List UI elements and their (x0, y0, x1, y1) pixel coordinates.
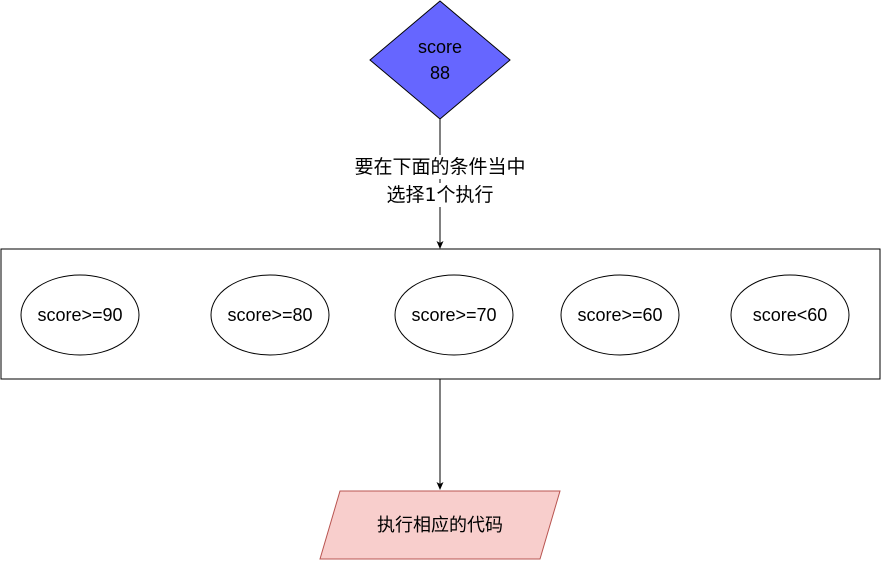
condition-node: score>=90 (20, 274, 140, 356)
condition-label: score>=90 (37, 305, 122, 325)
condition-ellipse (560, 274, 680, 356)
decision-label-line2: 88 (430, 63, 450, 83)
condition-node: score>=80 (210, 274, 330, 356)
condition-ellipse (730, 274, 850, 356)
edge-label-line2: 选择1个执行 (364, 183, 516, 207)
condition-label: score<60 (753, 305, 828, 325)
decision-diamond (369, 0, 511, 120)
condition-label: score>=80 (227, 305, 312, 325)
condition-node: score>=70 (394, 274, 514, 356)
condition-ellipse (394, 274, 514, 356)
output-label: 执行相应的代码 (377, 515, 503, 535)
condition-label: score>=70 (411, 305, 496, 325)
condition-ellipse (20, 274, 140, 356)
output-parallelogram (319, 490, 561, 560)
condition-ellipse (210, 274, 330, 356)
condition-label: score>=60 (577, 305, 662, 325)
condition-node: score<60 (730, 274, 850, 356)
condition-node: score>=60 (560, 274, 680, 356)
decision-label-line1: score (418, 37, 462, 57)
edge-label-line1: 要在下面的条件当中 (334, 155, 546, 179)
